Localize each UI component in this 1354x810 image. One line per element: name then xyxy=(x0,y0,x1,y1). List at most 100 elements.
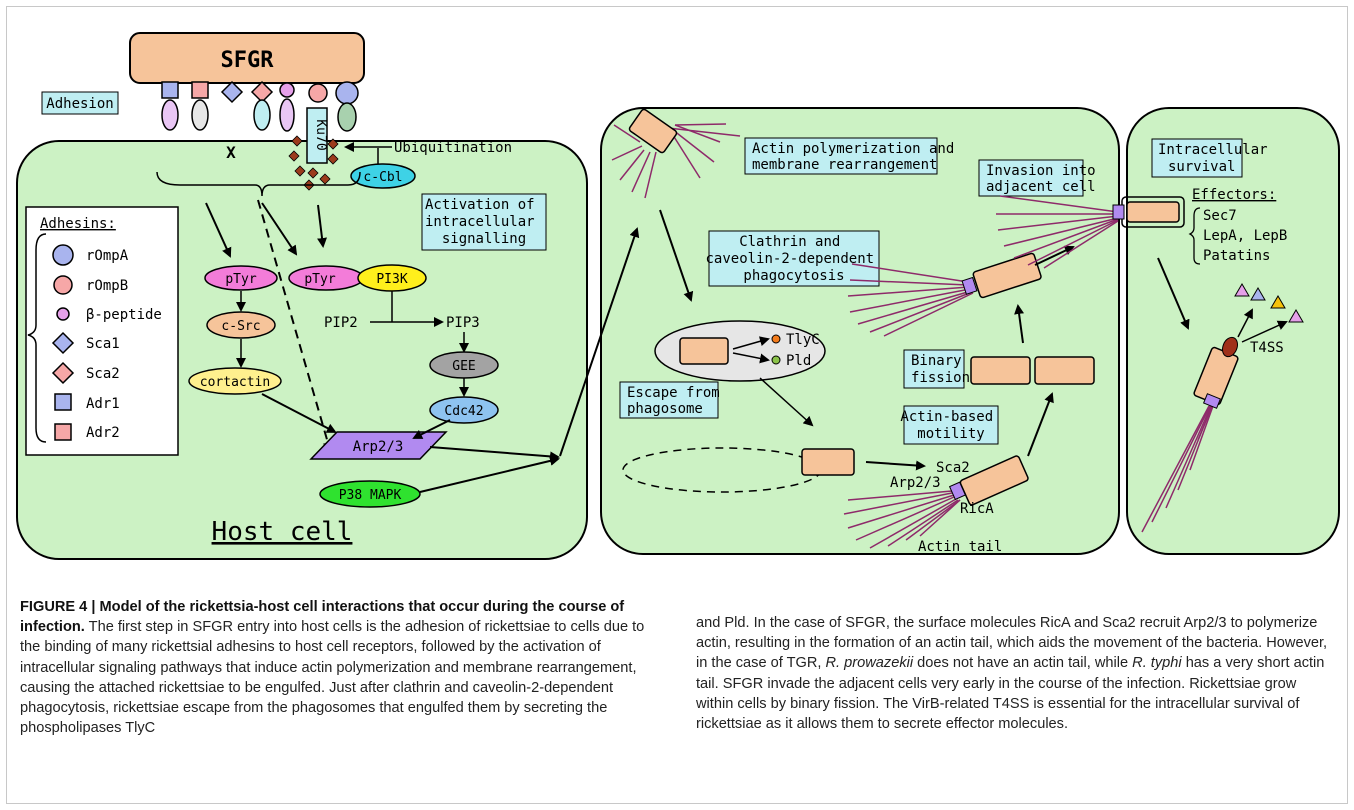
figure-label: FIGURE 4 | Model of the rickettsia-host … xyxy=(20,599,625,636)
survival-panel xyxy=(1126,107,1340,555)
ku70-label: Ku70 xyxy=(313,119,328,150)
receptor-ellipse xyxy=(191,99,209,131)
sca1-diamond xyxy=(220,80,244,104)
legend-rompb: rOmpB xyxy=(86,278,128,294)
escape-line2: phagosome xyxy=(627,401,703,417)
svg-text:Escape from phagosome: Escape from phagosome xyxy=(627,385,728,417)
rompa-circle xyxy=(335,81,359,105)
host-cell-title: Host cell xyxy=(212,517,353,547)
phagosome-bacterium xyxy=(679,337,729,365)
sfgr-bacterium xyxy=(129,32,365,84)
pip3-label: PIP3 xyxy=(446,315,480,331)
legend-rompa-icon xyxy=(52,244,74,266)
effector-triangles xyxy=(1234,283,1304,323)
legend-adr2: Adr2 xyxy=(86,425,120,441)
receptor-ellipse xyxy=(279,98,295,132)
actin-motility-box xyxy=(903,405,999,445)
legend-adr1-icon xyxy=(54,393,72,411)
legend-beta: β-peptide xyxy=(86,307,162,323)
clathrin-box xyxy=(708,230,880,287)
figure-frame xyxy=(6,6,1348,804)
invading-bacterium xyxy=(996,195,1185,269)
cdc42-label: Cdc42 xyxy=(444,404,483,419)
cdc42-node xyxy=(429,396,499,424)
activation-line1: Activation of xyxy=(425,197,535,213)
free-bacterium xyxy=(801,448,855,476)
t4ss-label: T4SS xyxy=(1250,340,1284,356)
sca2-diamond xyxy=(250,80,274,104)
svg-text:Activation of intracellula: Activation of intracellular signalling xyxy=(425,197,543,247)
legend-adr2-icon xyxy=(54,423,72,441)
legend-brace xyxy=(27,233,47,443)
svg-text:Binary fission: Binary fission xyxy=(911,353,970,386)
legend-sca2: Sca2 xyxy=(86,366,120,382)
legend-sca1: Sca1 xyxy=(86,336,120,352)
binary-line2: fission xyxy=(911,370,970,386)
fission-bacterium-b xyxy=(1034,356,1095,385)
invasion-box xyxy=(978,159,1084,197)
ptyr1-label: pTyr xyxy=(225,272,256,287)
caption-r-typhi: R. typhi xyxy=(1132,655,1182,672)
legend-sca1-icon xyxy=(51,331,75,355)
actin-poly-box xyxy=(744,137,938,175)
effector-lep: LepA, LepB xyxy=(1203,228,1287,244)
ubiquitination-label: Ubiquitination xyxy=(394,140,512,156)
phagosome xyxy=(654,320,826,382)
binary-line1: Binary xyxy=(911,353,962,369)
cortactin-label: cortactin xyxy=(200,375,270,390)
legend-icons xyxy=(51,244,75,441)
binary-box xyxy=(903,349,965,389)
clathrin-line1: Clathrin and xyxy=(739,234,840,250)
legend-rompb-icon xyxy=(53,275,73,295)
sca2-label: Sca2 xyxy=(936,460,970,476)
c-cbl-node xyxy=(350,163,416,189)
p38-node xyxy=(319,480,421,508)
legend-rompa: rOmpA xyxy=(86,248,129,264)
svg-text:Invasion into adjacent cel: Invasion into adjacent cell xyxy=(986,163,1104,195)
ptyr1-node xyxy=(204,265,278,291)
escape-line1: Escape from xyxy=(627,385,720,401)
pip2-label: PIP2 xyxy=(324,315,358,331)
actin-tail-label: Actin tail xyxy=(918,539,1002,555)
fission-bacterium-a xyxy=(970,356,1031,385)
tlyc-label: TlyC xyxy=(786,332,820,348)
intracellular-box xyxy=(1151,138,1243,178)
svg-text:Intracellular survival: Intracellular survival xyxy=(1158,142,1276,175)
pi3k-label: PI3K xyxy=(376,272,407,287)
sfgr-label: SFGR xyxy=(221,48,275,73)
svg-text:Clathrin and caveolin-2-de: Clathrin and caveolin-2-dependent phagoc… xyxy=(705,234,882,284)
rickettsia-diagram: SFGR Adhesion X Ku70 Ubiquitination xyxy=(16,32,1340,560)
invasion-line2: adjacent cell xyxy=(986,179,1096,195)
ptyr2-label: pTyr xyxy=(304,272,335,287)
actin-poly-line2: membrane rearrangement xyxy=(752,157,937,173)
arp23-label: Arp2/3 xyxy=(353,439,404,455)
pld-label: Pld xyxy=(786,353,811,369)
activation-box xyxy=(421,193,547,251)
tlyc-dot xyxy=(771,334,781,344)
activation-line2: intracellular xyxy=(425,214,535,230)
arp23b-label: Arp2/3 xyxy=(890,475,941,491)
receptor-ellipse xyxy=(253,99,271,131)
adhesins-legend xyxy=(25,206,179,456)
caption-left-text: The first step in SFGR entry into host c… xyxy=(20,619,645,737)
adhesion-box xyxy=(41,91,119,115)
gee-label: GEE xyxy=(452,359,475,374)
effectors-label: Effectors: xyxy=(1192,187,1276,203)
legend-beta-icon xyxy=(56,307,70,321)
surface-adhesins xyxy=(161,80,359,164)
clathrin-line3: phagocytosis xyxy=(743,268,844,284)
receptor-ellipse xyxy=(337,102,357,132)
c-cbl-label: c-Cbl xyxy=(363,170,402,185)
x-label: X xyxy=(226,143,236,162)
legend-sca2-icon xyxy=(51,361,75,385)
receptor-ellipse xyxy=(161,99,179,131)
cortactin-node xyxy=(188,367,282,395)
c-src-node xyxy=(206,311,276,339)
actin-poly-line1: Actin polymerization and xyxy=(752,141,954,157)
intracellular-line2: survival xyxy=(1168,159,1235,175)
receptor-bracket xyxy=(156,171,361,197)
svg-text:Actin polymerization and m: Actin polymerization and membrane rearra… xyxy=(752,141,963,173)
caption-r-prowazekii: R. prowazekii xyxy=(825,655,914,672)
caption-left-column: FIGURE 4 | Model of the rickettsia-host … xyxy=(20,597,652,738)
adr1-square xyxy=(161,81,179,99)
